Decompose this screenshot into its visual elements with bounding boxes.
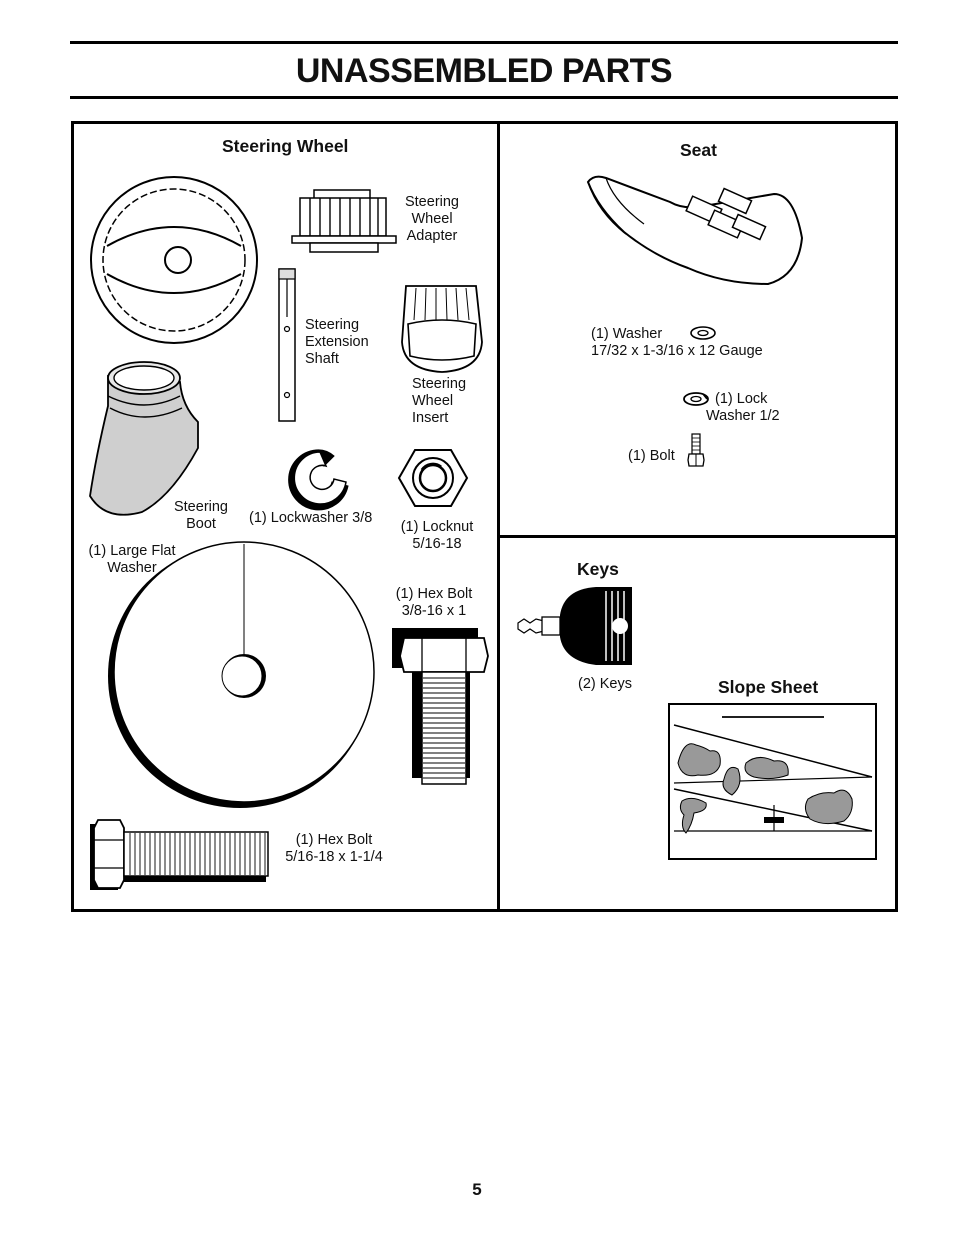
bolt-icon: [687, 433, 705, 467]
steering-wheel-illustration: [90, 176, 258, 344]
keys-label: (2) Keys: [578, 676, 632, 692]
shaft-label: Steering Extension Shaft: [305, 317, 369, 367]
adapter-label: Steering Wheel Adapter: [404, 194, 459, 244]
key-illustration: [517, 587, 632, 665]
steering-boot-illustration: [89, 361, 199, 516]
page-number: 5: [472, 1180, 482, 1199]
lockwasher-label: (1) Lockwasher 3/8: [249, 510, 373, 526]
lock-washer-icon: [683, 392, 709, 406]
boot-label: Steering Boot: [173, 499, 228, 532]
seat-illustration: [586, 175, 804, 286]
panel-horizontal-divider: [500, 535, 895, 538]
locknut-illustration: [397, 449, 469, 507]
parts-panel: [71, 121, 898, 912]
steering-wheel-adapter-illustration: [291, 189, 397, 253]
slope-sheet-heading: Slope Sheet: [718, 677, 819, 697]
washer-icon: [690, 326, 716, 340]
locknut-label: (1) Locknut 5/16-18: [400, 519, 474, 552]
lock-washer-label: (1) Lock Washer 1/2: [706, 391, 780, 424]
hex-bolt-small-illustration: [90, 819, 269, 890]
keys-heading: Keys: [577, 559, 619, 579]
hex-bolt-large-illustration: [392, 628, 489, 785]
slope-sheet-illustration: [668, 703, 877, 860]
steering-wheel-insert-illustration: [401, 285, 483, 373]
hex-bolt-small-label: (1) Hex Bolt 5/16-18 x 1-1/4: [285, 832, 383, 865]
page-title: UNASSEMBLED PARTS: [295, 52, 673, 90]
steering-extension-shaft-illustration: [278, 268, 296, 422]
lockwasher-illustration: [288, 449, 349, 511]
steering-wheel-heading: Steering Wheel: [222, 136, 349, 156]
top-rule: [70, 41, 898, 44]
seat-bolt-label: (1) Bolt: [628, 448, 675, 464]
large-flat-washer-illustration: [108, 541, 375, 808]
flat-washer-label: (1) Large Flat Washer: [88, 543, 176, 576]
seat-washer-label: (1) Washer 17/32 x 1-3/16 x 12 Gauge: [591, 326, 763, 359]
hex-bolt-large-label: (1) Hex Bolt 3/8-16 x 1: [395, 586, 473, 619]
title-bottom-rule: [70, 96, 898, 99]
seat-heading: Seat: [680, 140, 717, 160]
panel-vertical-divider: [497, 121, 500, 912]
insert-label: Steering Wheel Insert: [412, 376, 467, 426]
